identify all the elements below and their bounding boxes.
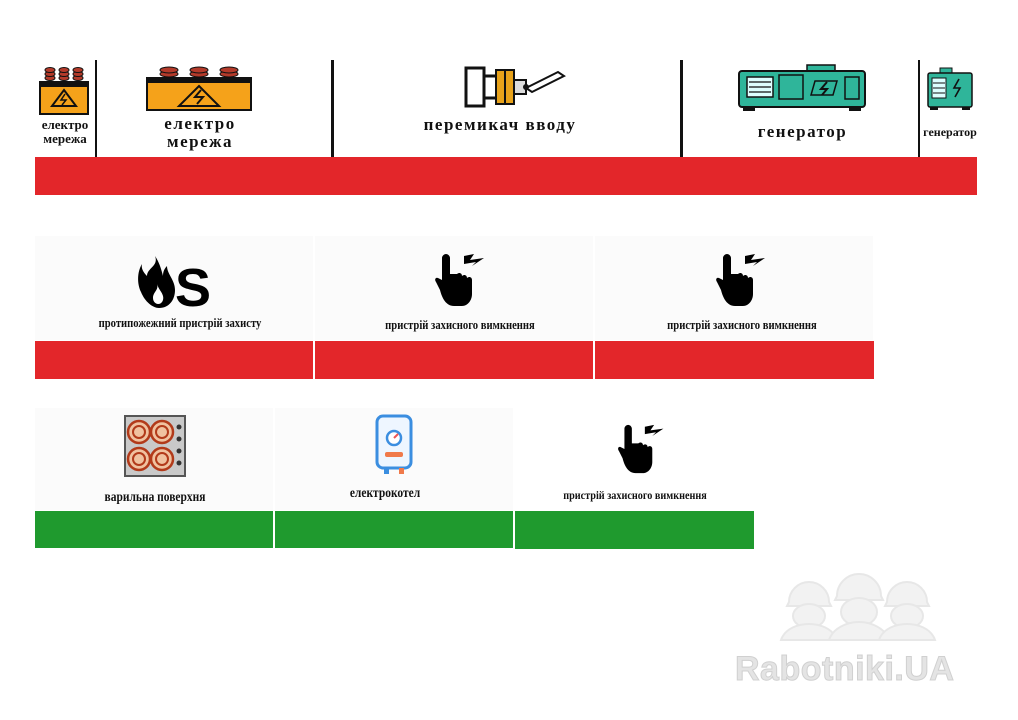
hand-lightning-icon — [617, 420, 669, 478]
row1-label-4: генератор — [757, 122, 848, 141]
row1-bar — [35, 157, 977, 195]
boiler-icon — [374, 414, 414, 476]
transformer-icon — [38, 66, 90, 116]
row3-bar-1 — [35, 511, 273, 548]
row2-bar-2 — [315, 341, 593, 379]
generator-icon — [926, 66, 974, 112]
row1-divider-2 — [331, 60, 334, 157]
row2-label-2: пристрій захисного вимкнення — [385, 318, 535, 332]
transfer-switch-icon — [462, 62, 572, 112]
row3-label-3: пристрій захисного вимкнення — [563, 488, 707, 502]
row1-label-5: генератор — [923, 125, 977, 139]
hand-lightning-icon — [715, 250, 771, 310]
row1-divider-1 — [95, 60, 97, 157]
row1-divider-4 — [918, 60, 920, 157]
row1-divider-3 — [680, 60, 683, 157]
row3-bar-3 — [515, 511, 754, 549]
row1-label-2: електро мережа — [164, 114, 236, 151]
hand-lightning-icon — [434, 250, 490, 310]
row3-bar-2 — [275, 511, 513, 548]
fire-protection-icon: S — [137, 254, 209, 310]
watermark-text: Rabotniki.UA — [735, 650, 955, 689]
row1-label-1: електро мережа — [41, 117, 89, 146]
row1-label-3: перемикач вводу — [423, 115, 577, 134]
row2-bar-3 — [595, 341, 874, 379]
transformer-icon — [143, 64, 255, 112]
row2-bar-1 — [35, 341, 313, 379]
svg-text:S: S — [175, 258, 209, 310]
cooktop-icon — [124, 415, 186, 477]
row3-label-1: варильна поверхня — [104, 489, 206, 504]
row3-label-2: електрокотел — [349, 485, 421, 500]
row2-label-1: протипожежний пристрій захисту — [98, 316, 262, 330]
row2-label-3: пристрій захисного вимкнення — [667, 318, 817, 332]
generator-icon — [737, 63, 867, 113]
workers-helmet-icon — [779, 562, 939, 642]
